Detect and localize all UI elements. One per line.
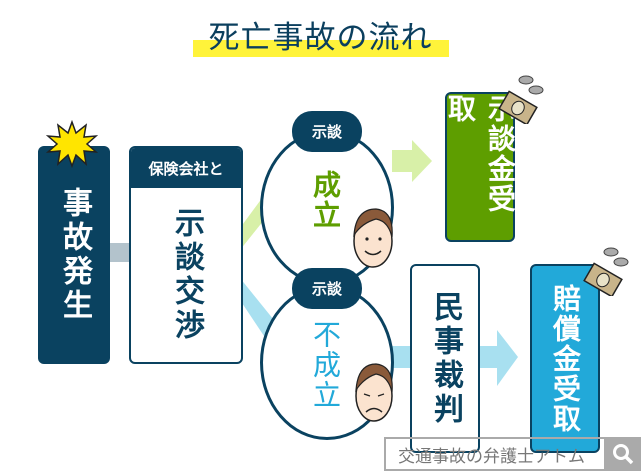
settlement-receipt-box: 示談金受取 (444, 92, 517, 242)
happy-face-icon (353, 208, 393, 268)
search-text: 交通事故の弁護士アトム (398, 446, 585, 467)
money-icon (498, 75, 544, 124)
gray-connector (108, 243, 132, 262)
blue-arrow (478, 330, 518, 386)
green-arrow (392, 140, 432, 182)
negotiation-box: 保険会社と 示談交渉 (129, 146, 243, 364)
compensation-receipt-box: 賠償金受取 (530, 264, 600, 453)
negotiation-label: 示談交渉 (169, 207, 204, 343)
search-box[interactable]: 交通事故の弁護士アトム (384, 437, 606, 471)
success-label: 成立 (309, 170, 342, 230)
accident-box: 事故発生 (38, 146, 110, 364)
title-highlight (193, 40, 449, 57)
page-title: 死亡事故の流れ (208, 20, 433, 56)
search-button[interactable] (604, 437, 641, 471)
money-icon (583, 247, 629, 296)
failure-label: 不成立 (309, 320, 342, 410)
blue-connector (392, 346, 412, 368)
search-icon (612, 444, 633, 465)
failure-pill: 示談 (292, 268, 362, 309)
lawsuit-box: 民事裁判 (410, 264, 480, 453)
impact-star-icon (46, 120, 98, 168)
negotiation-header: 保険会社と (131, 148, 241, 188)
sad-face-icon (355, 363, 393, 422)
settlement-pill: 示談 (292, 111, 362, 152)
failure-circle (260, 285, 394, 440)
